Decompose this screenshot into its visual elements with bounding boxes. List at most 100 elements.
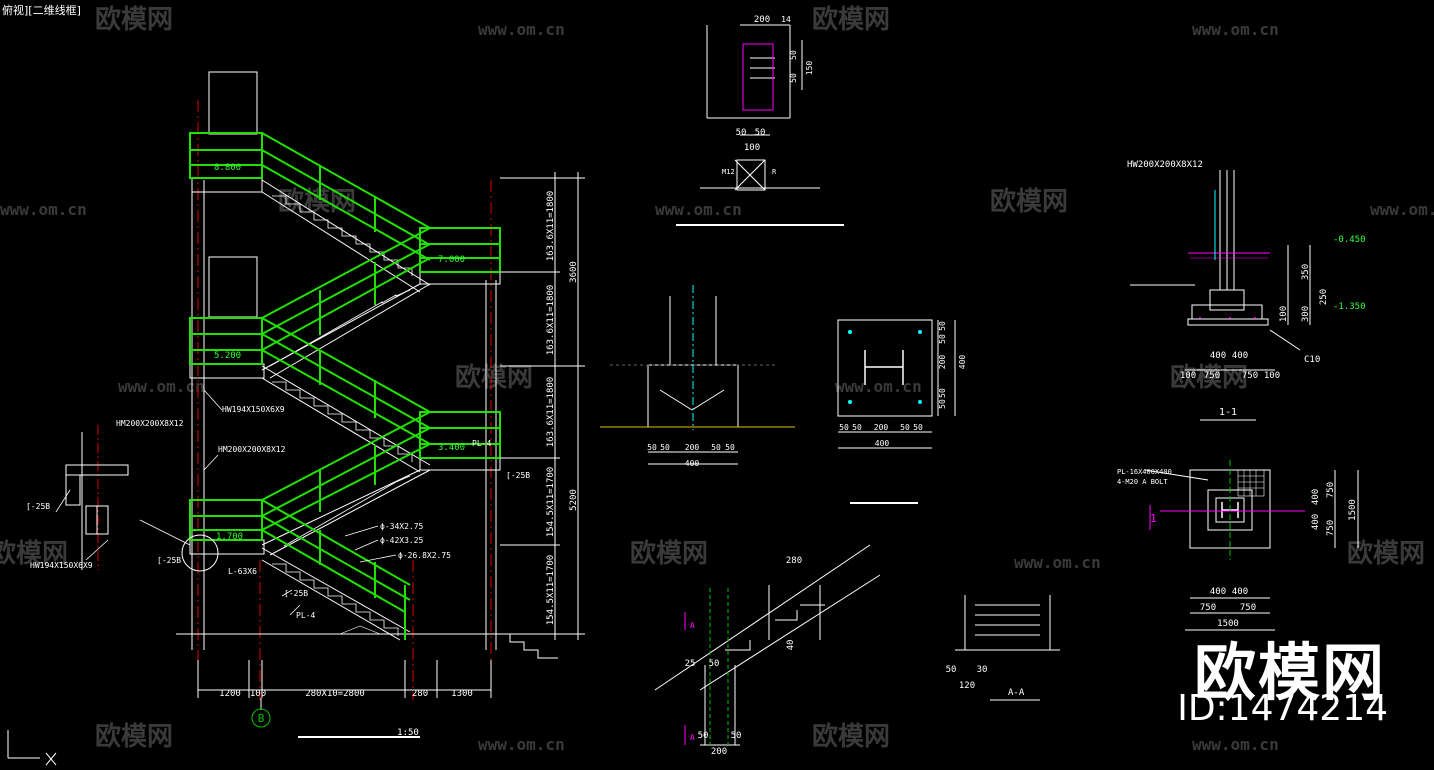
viewport-label[interactable]: 俯视][二维线框] [2, 4, 81, 17]
member-label: ϕ-34X2.75 [380, 522, 424, 531]
site-watermark: www.om.cn [835, 377, 922, 396]
vertical-dimension: 163.6X11=1800 [546, 285, 556, 355]
horizontal-dimension: 280X10=2800 [305, 689, 365, 699]
dimension: 25 [685, 659, 696, 669]
corner-brand-watermark: 欧模网 [1193, 636, 1386, 709]
dimension: 50 [789, 50, 798, 60]
dimension: 50 [938, 388, 947, 398]
dimension: 50 [647, 443, 657, 452]
dimension: 50 [736, 128, 747, 138]
dimension: 30 [977, 665, 988, 675]
dimension: 200 [685, 443, 700, 452]
vertical-total: 3600 [569, 261, 579, 283]
site-watermark: www.om.cn [1014, 553, 1101, 572]
vertical-dimension: 154.5X11=1700 [546, 467, 556, 537]
brand-watermark: 欧模网 [812, 721, 890, 752]
plate-label: PL-16X400X400 [1117, 468, 1172, 476]
dimension: 14 [781, 15, 791, 24]
member-label: ϕ-42X3.25 [380, 536, 424, 545]
dimension: 750 [1242, 371, 1258, 381]
dimension: 750 [1204, 371, 1220, 381]
dimension: 750 [1326, 482, 1336, 498]
site-watermark: www.om.cn [1192, 735, 1279, 754]
dimension-total: 1500 [1217, 619, 1239, 629]
dimension: 200 [711, 747, 727, 757]
brand-watermark: 欧模网 [1170, 362, 1248, 393]
dimension-total: 1500 [1348, 499, 1358, 521]
dimension: 280 [786, 556, 802, 566]
scale-label: 1:50 [397, 728, 419, 738]
level-mark: 3.400 [438, 443, 465, 453]
dimension: 50 [946, 665, 957, 675]
dimension: 150 [805, 61, 814, 76]
dimension: 400 [1232, 587, 1248, 597]
member-label: L-63X6 [228, 567, 257, 576]
dimension: 120 [959, 681, 975, 691]
level-mark: 8.800 [214, 163, 241, 173]
dimension: 50 [660, 443, 670, 452]
brand-watermark: 欧模网 [95, 721, 173, 752]
member-label: [-25B [157, 556, 181, 565]
dimension: 750 [1200, 603, 1216, 613]
site-watermark: www.om.cn [1192, 20, 1279, 39]
brand-watermark: 欧模网 [455, 362, 533, 393]
dimension: 350 [1301, 264, 1311, 280]
dimension: 50 [709, 659, 720, 669]
dimension: 400 [1311, 514, 1321, 530]
vertical-dimension: 163.6X11=1800 [546, 191, 556, 261]
detail-label: HW194X150X6X9 [30, 561, 93, 570]
dimension: 50 [731, 731, 742, 741]
vertical-total: 5200 [569, 489, 579, 511]
drawing-annotations: 8.800 7.000 5.200 3.400 1.700 163.6X11=1800 16… [26, 15, 1366, 757]
bolt-label: M12 [722, 168, 735, 176]
dimension-total: 400 [958, 355, 967, 370]
dimension: 100 [1264, 371, 1280, 381]
brand-watermark: 欧模网 [0, 538, 68, 569]
member-label: PL-4 [472, 439, 491, 448]
dimension: 40 [786, 640, 796, 651]
dimension: 400 [1232, 351, 1248, 361]
dimension: 50 [938, 321, 947, 331]
dimension: 50 [755, 128, 766, 138]
member-label: PL-4 [296, 611, 315, 620]
horizontal-dimension: 280 [412, 689, 428, 699]
site-watermark: www.om.cn [1370, 200, 1434, 219]
member-label: HM200X200X8X12 [218, 445, 286, 454]
level-mark: 5.200 [214, 351, 241, 361]
dimension: 750 [1240, 603, 1256, 613]
dimension: 50 [913, 423, 923, 432]
column-label: HW200X200X8X12 [1127, 160, 1203, 170]
grid-bubble-label: B [258, 712, 265, 725]
level-mark: 1.700 [216, 532, 243, 542]
dimension: 400 [1210, 351, 1226, 361]
member-label: [-25B [284, 589, 308, 598]
level-mark: 7.000 [438, 255, 465, 265]
section-mark: A [690, 733, 695, 742]
dimension: 50 [839, 423, 849, 432]
plate-label: 4-M20 A BOLT [1117, 478, 1168, 486]
drawing-geometry [7, 24, 1359, 766]
brand-watermark: 欧模网 [812, 4, 890, 35]
dimension: 50 [698, 731, 709, 741]
site-watermark: www.om.cn [118, 377, 205, 396]
member-label: [-25B [506, 471, 530, 480]
dimension: 50 [789, 73, 798, 83]
horizontal-dimension: 1300 [451, 689, 473, 699]
dimension: 50 [938, 399, 947, 409]
detail-label: [-25B [26, 502, 50, 511]
dimension: 100 [1180, 371, 1196, 381]
site-watermark: www.om.cn [478, 735, 565, 754]
dimension: 200 [938, 355, 947, 370]
level-mark: -1.350 [1333, 302, 1366, 312]
brand-watermark: 欧模网 [95, 4, 173, 35]
brand-watermark: 欧模网 [1347, 538, 1425, 569]
concrete-label: C10 [1304, 355, 1320, 365]
dimension: 100 [744, 143, 760, 153]
dimension: 200 [874, 423, 889, 432]
site-watermark: www.om.cn [655, 200, 742, 219]
dimension: 750 [1326, 520, 1336, 536]
dimension: 400 [1311, 489, 1321, 505]
section-title: 1-1 [1219, 407, 1237, 418]
dimension: 50 [900, 423, 910, 432]
